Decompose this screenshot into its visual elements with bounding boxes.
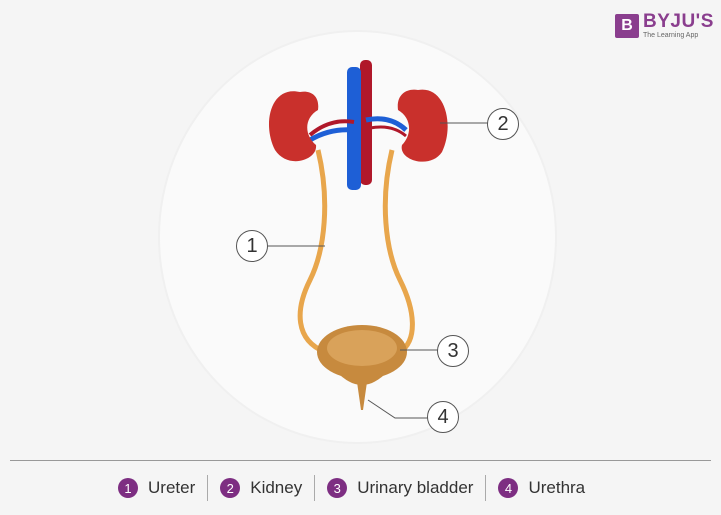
logo-tagline: The Learning App: [643, 32, 699, 39]
logo-brand: BYJU'S: [643, 11, 714, 32]
legend-item-urethra: 4 Urethra: [498, 478, 585, 498]
logo-mark-icon: B: [615, 13, 639, 38]
aorta: [360, 60, 372, 185]
number-badge: 4: [498, 478, 519, 498]
number-badge: 2: [220, 478, 241, 498]
legend-label: Urinary bladder: [357, 478, 474, 497]
legend-item-ureter: 1 Ureter: [118, 478, 195, 498]
callout-2: 2: [487, 108, 519, 140]
byjus-logo: B BYJU'S The Learning App: [615, 12, 714, 39]
number-badge: 1: [118, 478, 138, 498]
left-kidney: [268, 91, 319, 162]
right-kidney: [397, 89, 448, 162]
legend-item-kidney: 2 Kidney: [220, 478, 302, 498]
number-badge: 3: [327, 478, 348, 498]
legend-separator: [485, 475, 487, 501]
legend-separator: [314, 475, 316, 501]
legend-label: Kidney: [250, 478, 303, 497]
right-ureter: [382, 149, 415, 355]
callout-1: 1: [236, 230, 268, 262]
callout-3: 3: [437, 335, 469, 367]
left-ureter: [297, 149, 328, 355]
legend: 1 Ureter 2 Kidney 3 Urinary bladder 4 Ur…: [118, 473, 585, 503]
legend-item-urinary-bladder: 3 Urinary bladder: [327, 478, 473, 498]
urethra: [357, 382, 367, 410]
callout-4: 4: [427, 401, 459, 433]
legend-label: Ureter: [148, 478, 196, 497]
legend-label: Urethra: [528, 478, 586, 497]
legend-divider: [10, 460, 711, 461]
legend-separator: [207, 475, 209, 501]
